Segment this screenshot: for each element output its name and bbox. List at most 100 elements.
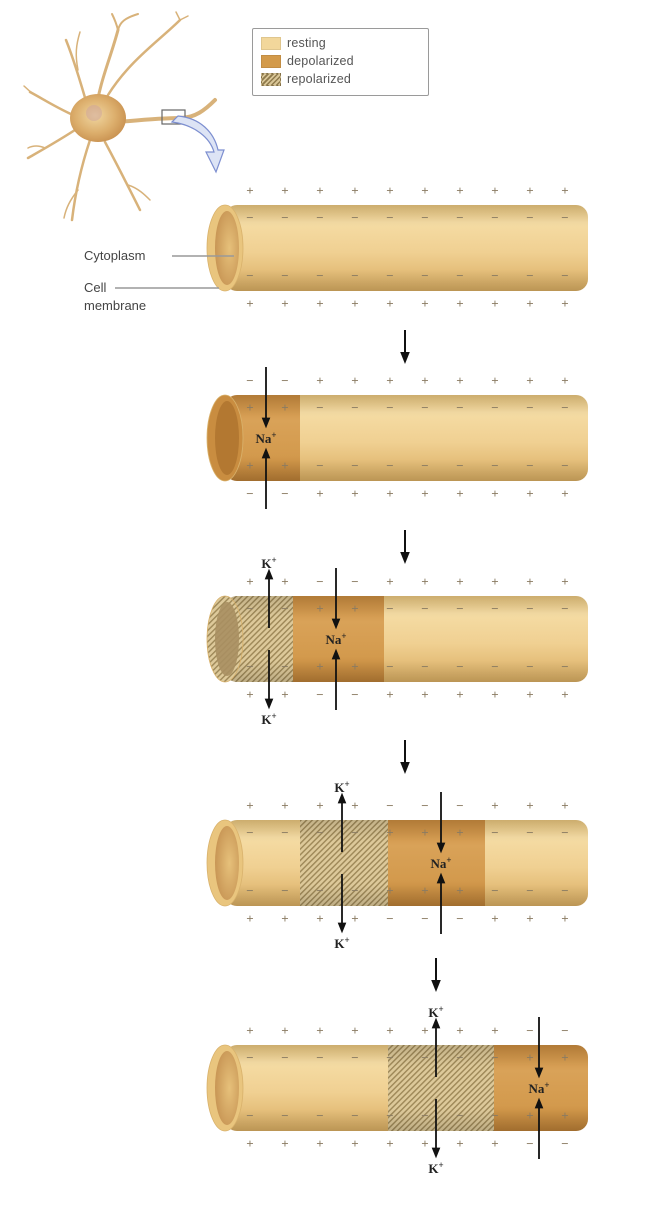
plus-charge: +	[281, 400, 288, 415]
plus-charge: +	[246, 458, 253, 473]
plus-charge: +	[561, 1108, 568, 1123]
minus-charge: −	[526, 1136, 533, 1151]
plus-charge: +	[281, 1136, 288, 1151]
plus-charge: +	[526, 1108, 533, 1123]
sodium-ion-label: Na+	[528, 1080, 549, 1096]
minus-charge: −	[281, 659, 288, 674]
sodium-ion-label: Na+	[430, 855, 451, 871]
minus-charge: −	[526, 268, 533, 283]
minus-charge: −	[526, 659, 533, 674]
minus-charge: −	[281, 1050, 288, 1065]
minus-charge: −	[526, 458, 533, 473]
plus-charge: +	[491, 1023, 498, 1038]
plus-charge: +	[351, 659, 358, 674]
minus-charge: −	[386, 798, 393, 813]
minus-charge: −	[491, 825, 498, 840]
minus-charge: −	[456, 210, 463, 225]
plus-charge: +	[456, 883, 463, 898]
minus-charge: −	[421, 210, 428, 225]
minus-charge: −	[351, 883, 358, 898]
plus-charge: +	[456, 1023, 463, 1038]
minus-charge: −	[386, 400, 393, 415]
minus-charge: −	[456, 798, 463, 813]
minus-charge: −	[281, 210, 288, 225]
plus-charge: +	[526, 486, 533, 501]
legend: resting depolarized repolarized	[252, 28, 429, 96]
minus-charge: −	[316, 825, 323, 840]
plus-charge: +	[351, 486, 358, 501]
plus-charge: +	[246, 296, 253, 311]
plus-charge: +	[526, 574, 533, 589]
minus-charge: −	[351, 210, 358, 225]
minus-charge: −	[491, 1050, 498, 1065]
minus-charge: −	[281, 1108, 288, 1123]
minus-charge: −	[561, 883, 568, 898]
plus-charge: +	[351, 373, 358, 388]
plus-charge: +	[246, 798, 253, 813]
cell-label: Cell	[84, 280, 107, 295]
minus-charge: −	[561, 825, 568, 840]
stage-5-propagation: ++++++++−−−−−−−−−−++−−−−−−−−++++++++++−−…	[206, 1004, 588, 1176]
minus-charge: −	[246, 1108, 253, 1123]
minus-charge: −	[281, 883, 288, 898]
minus-charge: −	[281, 486, 288, 501]
plus-charge: +	[351, 1136, 358, 1151]
plus-charge: +	[526, 798, 533, 813]
minus-charge: −	[351, 574, 358, 589]
plus-charge: +	[316, 601, 323, 616]
minus-charge: −	[491, 883, 498, 898]
minus-charge: −	[491, 601, 498, 616]
minus-charge: −	[421, 268, 428, 283]
legend-item-repolarized: repolarized	[261, 70, 428, 88]
plus-charge: +	[386, 883, 393, 898]
plus-charge: +	[421, 373, 428, 388]
legend-item-resting: resting	[261, 34, 428, 52]
minus-charge: −	[316, 574, 323, 589]
plus-charge: +	[246, 1136, 253, 1151]
plus-charge: +	[526, 296, 533, 311]
minus-charge: −	[316, 400, 323, 415]
minus-charge: −	[316, 1050, 323, 1065]
plus-charge: +	[386, 373, 393, 388]
plus-charge: +	[491, 911, 498, 926]
potassium-ion-label-top: K+	[261, 555, 276, 571]
minus-charge: −	[386, 210, 393, 225]
plus-charge: +	[246, 687, 253, 702]
minus-charge: −	[351, 268, 358, 283]
plus-charge: +	[246, 574, 253, 589]
minus-charge: −	[316, 883, 323, 898]
plus-charge: +	[456, 373, 463, 388]
minus-charge: −	[526, 1023, 533, 1038]
plus-charge: +	[281, 798, 288, 813]
minus-charge: −	[491, 268, 498, 283]
minus-charge: −	[281, 373, 288, 388]
plus-charge: +	[561, 911, 568, 926]
plus-charge: +	[316, 373, 323, 388]
plus-charge: +	[316, 1023, 323, 1038]
plus-charge: +	[456, 183, 463, 198]
legend-label: resting	[287, 36, 326, 50]
legend-label: repolarized	[287, 72, 352, 86]
plus-charge: +	[421, 574, 428, 589]
plus-charge: +	[561, 296, 568, 311]
plus-charge: +	[491, 183, 498, 198]
minus-charge: −	[456, 1050, 463, 1065]
minus-charge: −	[316, 268, 323, 283]
plus-charge: +	[526, 183, 533, 198]
plus-charge: +	[561, 1050, 568, 1065]
minus-charge: −	[421, 1050, 428, 1065]
plus-charge: +	[526, 373, 533, 388]
plus-charge: +	[246, 911, 253, 926]
minus-charge: −	[561, 601, 568, 616]
plus-charge: +	[456, 687, 463, 702]
depolarized-swatch	[261, 54, 281, 68]
potassium-ion-label-top: K+	[428, 1004, 443, 1020]
plus-charge: +	[421, 687, 428, 702]
plus-charge: +	[386, 574, 393, 589]
minus-charge: −	[316, 458, 323, 473]
minus-charge: −	[386, 659, 393, 674]
plus-charge: +	[456, 825, 463, 840]
minus-charge: −	[526, 400, 533, 415]
